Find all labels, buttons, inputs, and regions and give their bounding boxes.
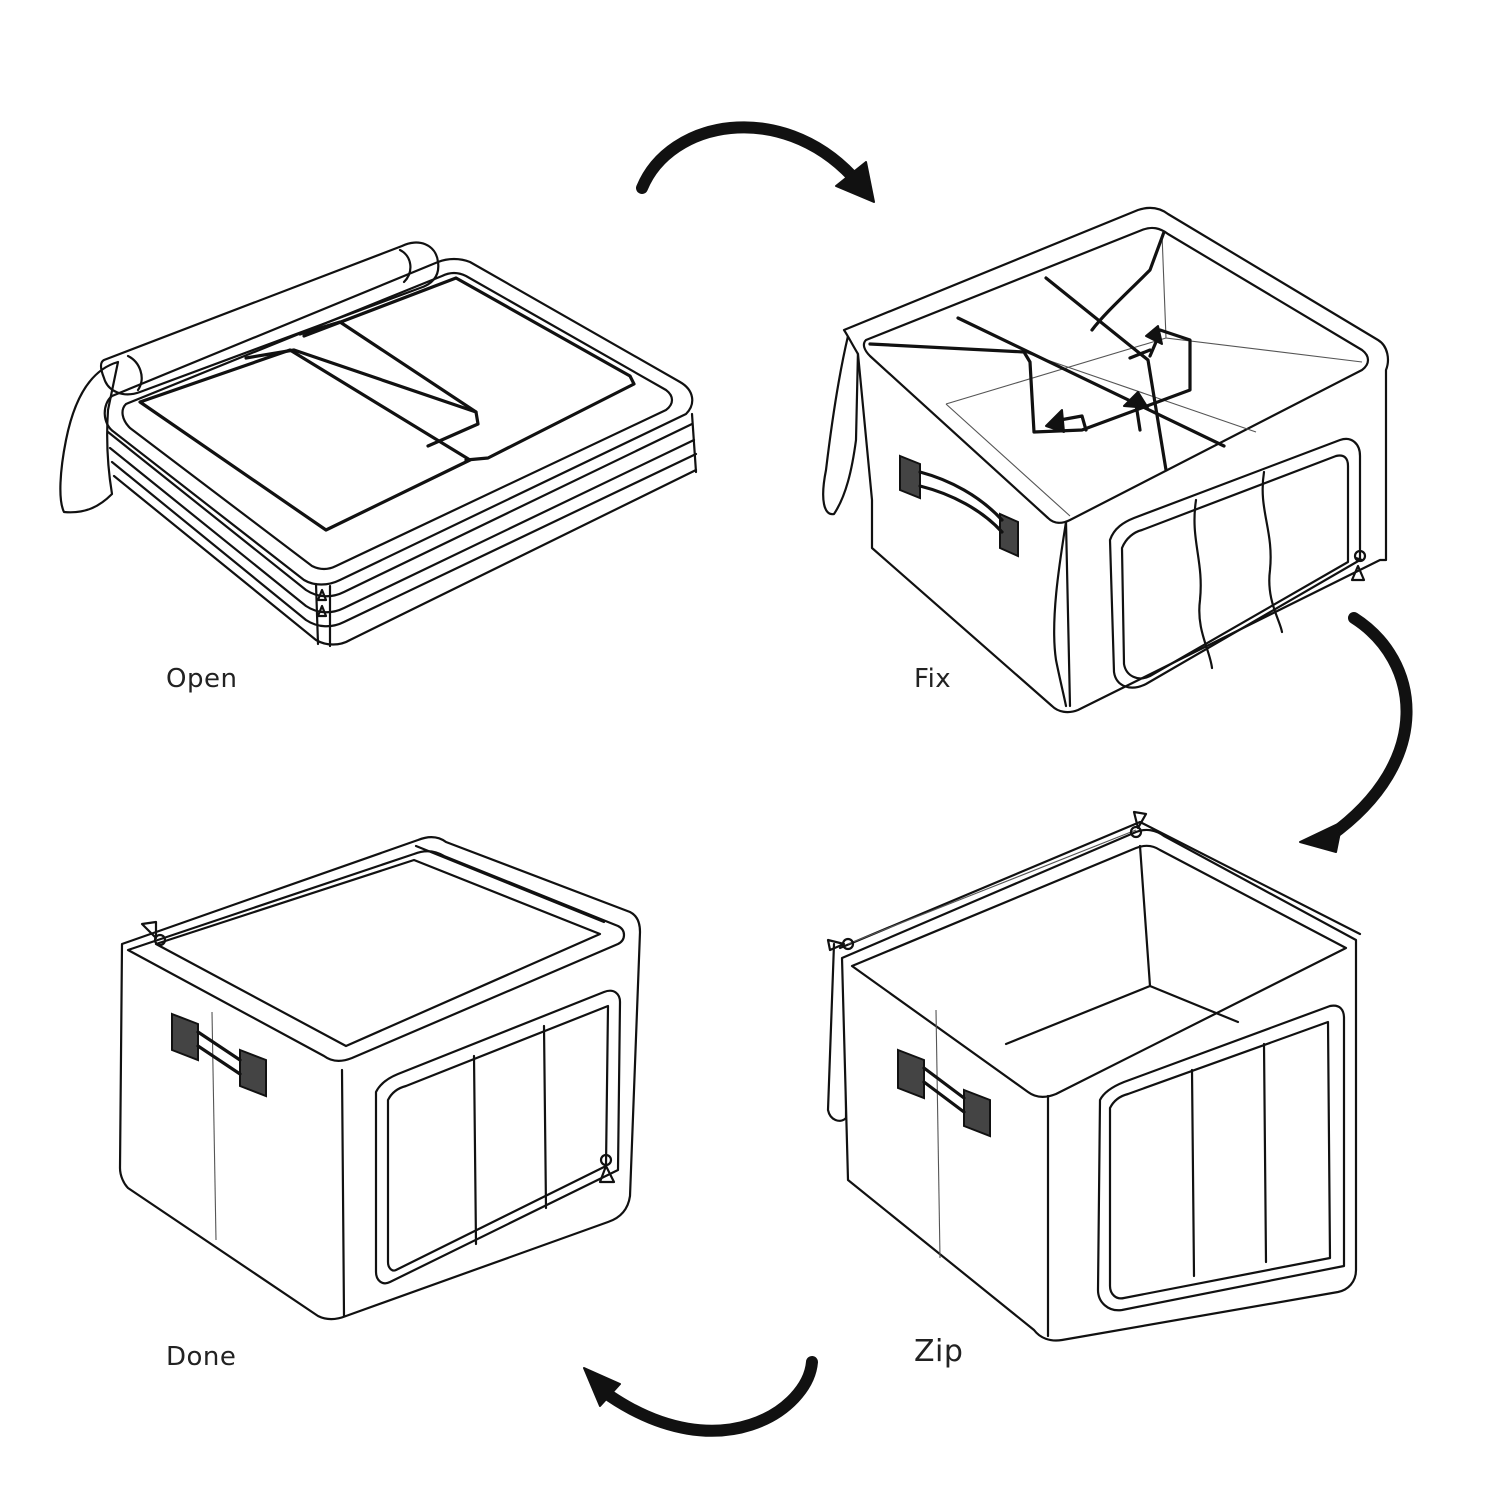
illustration-done [118,836,642,1321]
arrow-zip-to-done [583,1356,818,1437]
illustration-fix [822,206,1389,714]
arrow-open-to-fix [636,121,875,203]
step-label-done: Done [166,1342,237,1372]
illustration-open [59,241,698,648]
step-label-open: Open [166,664,238,694]
arrow-fix-to-zip [1299,612,1413,853]
illustration-zip [826,810,1362,1342]
step-label-zip: Zip [914,1334,964,1369]
step-label-fix: Fix [914,664,952,694]
